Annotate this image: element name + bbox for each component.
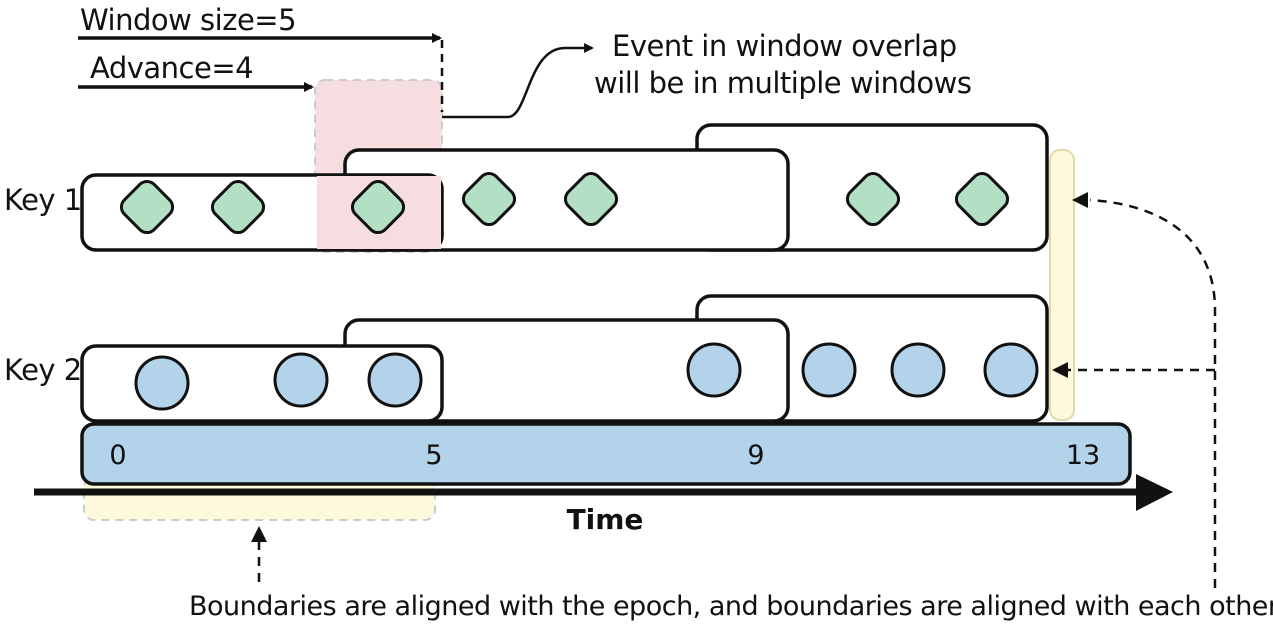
key2-event — [686, 342, 742, 398]
overlap-callout-connector — [442, 43, 594, 119]
key1-event — [563, 171, 619, 227]
tick-label-0: 0 — [109, 440, 126, 471]
window-size-label: Window size=5 — [80, 3, 296, 37]
key2-event — [890, 342, 946, 398]
key1-event — [954, 171, 1010, 227]
key1-event — [210, 179, 266, 235]
tick-label-9: 9 — [747, 440, 764, 471]
key1-event — [845, 171, 901, 227]
window-boundary-pointer-upper — [1089, 198, 1217, 588]
window-boundary-pointer-lower-head — [1052, 362, 1068, 378]
time-arrow-head — [1136, 474, 1173, 511]
key1-label: Key 1 — [4, 183, 82, 217]
key2-events — [134, 342, 1039, 411]
key1-event — [461, 171, 517, 227]
end-boundary-highlight — [1049, 149, 1075, 421]
key1-event — [350, 179, 406, 235]
key2-event — [801, 342, 857, 398]
overlap-callout-line1: Event in window overlap — [612, 29, 957, 63]
advance-label: Advance=4 — [90, 51, 253, 85]
key2-event — [983, 342, 1039, 398]
key2-event — [367, 352, 423, 408]
time-axis-title: Time — [567, 503, 644, 536]
epoch-boundary-pointer-head — [251, 526, 267, 542]
key2-event — [134, 355, 190, 411]
key1-events — [119, 171, 1010, 235]
time-axis-band — [80, 422, 1132, 486]
key1-event — [119, 179, 175, 235]
tick-label-5: 5 — [425, 440, 442, 471]
window-boundary-pointer-upper-head — [1072, 192, 1088, 208]
overlap-callout-line2: will be in multiple windows — [594, 66, 972, 100]
boundaries-caption: Boundaries are aligned with the epoch, a… — [189, 591, 1273, 622]
key2-label: Key 2 — [4, 353, 82, 387]
key2-event — [273, 352, 329, 408]
tick-label-13: 13 — [1066, 440, 1100, 471]
